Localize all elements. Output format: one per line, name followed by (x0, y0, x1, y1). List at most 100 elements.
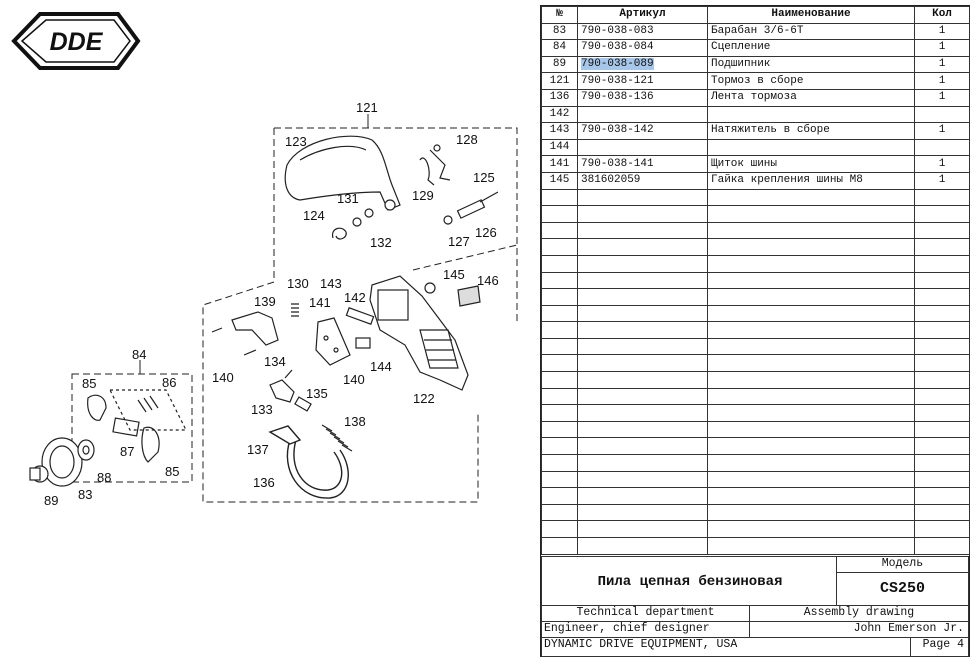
callout-label: 132 (370, 235, 392, 250)
callout-label: 136 (253, 475, 275, 490)
empty-cell (577, 404, 708, 422)
empty-cell (914, 337, 970, 356)
clutch-part (87, 389, 187, 463)
empty-cell (541, 437, 578, 456)
table-cell-article: 790-038-121 (577, 72, 708, 90)
callout-label: 86 (162, 375, 176, 390)
model-label: Модель (836, 556, 969, 573)
cell-text-name: Гайка крепления шины M8 (711, 174, 863, 187)
cell-text-num: 121 (549, 74, 570, 87)
logo-text: DDE (50, 28, 104, 56)
callout-label: 128 (456, 132, 478, 147)
cell-text-num: 145 (549, 174, 570, 187)
empty-cell (914, 520, 970, 538)
empty-cell (541, 487, 578, 505)
empty-cell (707, 321, 915, 339)
empty-cell (914, 221, 970, 240)
company-cell: DYNAMIC DRIVE EQUIPMENT, USA (541, 637, 911, 657)
table-cell-article: 790-038-136 (577, 88, 708, 107)
empty-table-row (541, 520, 970, 538)
cell-text-num: 89 (552, 58, 567, 71)
callout-label: 135 (306, 386, 328, 401)
empty-cell (541, 188, 578, 207)
product-title: Пила цепная бензиновая (597, 574, 783, 590)
empty-cell (577, 470, 708, 489)
empty-cell (707, 254, 915, 273)
cell-text-name: Лента тормоза (711, 91, 797, 104)
cell-text-qty: 1 (938, 41, 946, 54)
model-value: CS250 (836, 572, 969, 606)
empty-cell (541, 470, 578, 489)
cell-text-article: 790-038-121 (581, 74, 654, 87)
table-cell-article: 381602059 (577, 171, 708, 190)
empty-cell (577, 537, 708, 555)
empty-cell (577, 354, 708, 373)
empty-cell (577, 337, 708, 356)
empty-table-row (541, 238, 970, 256)
empty-cell (707, 487, 915, 505)
group-leaders (139, 114, 369, 374)
empty-cell (914, 503, 970, 522)
empty-cell (541, 321, 578, 339)
cell-text-name: Тормоз в сборе (711, 74, 804, 87)
empty-cell (914, 454, 970, 472)
group-outlines (71, 127, 518, 503)
callout-label: 130 (287, 276, 309, 291)
table-cell-qty: 1 (914, 122, 970, 140)
brake-band-part (268, 425, 349, 499)
table-cell-article: 790-038-142 (577, 122, 708, 140)
table-cell-qty (914, 138, 970, 157)
empty-cell (577, 271, 708, 290)
cell-text-num: 141 (549, 157, 570, 170)
column-header-qty: Кол (914, 6, 970, 24)
empty-cell (577, 321, 708, 339)
callout-label: 141 (309, 295, 331, 310)
drawing-type-cell: Assembly drawing (749, 605, 969, 622)
table-header-row: № Артикул Наименование Кол (541, 6, 970, 24)
empty-cell (577, 288, 708, 306)
empty-cell (541, 205, 578, 223)
empty-table-row (541, 420, 970, 439)
empty-table-row (541, 537, 970, 555)
empty-cell (707, 537, 915, 555)
callout-label: 143 (320, 276, 342, 291)
cell-text-article: 790-038-089 (581, 58, 654, 71)
page-number: Page 4 (910, 637, 969, 657)
cell-text-num: 144 (549, 141, 570, 154)
empty-table-row (541, 470, 970, 489)
table-cell-article (577, 105, 708, 124)
table-cell-qty: 1 (914, 55, 970, 74)
empty-cell (541, 503, 578, 522)
cell-text-name: Щиток шины (711, 157, 778, 170)
housing-part (369, 275, 481, 391)
table-cell-num: 136 (541, 88, 578, 107)
empty-cell (577, 188, 708, 207)
empty-cell (914, 487, 970, 505)
empty-cell (707, 238, 915, 256)
empty-cell (707, 337, 915, 356)
empty-cell (541, 288, 578, 306)
cell-text-article: 790-038-084 (581, 41, 654, 54)
table-cell-name: Барабан 3/6-6T (707, 22, 915, 41)
table-cell-name (707, 105, 915, 124)
table-cell-qty (914, 105, 970, 124)
table-cell-name: Подшипник (707, 55, 915, 74)
cell-text-num: 84 (552, 41, 567, 54)
empty-table-row (541, 354, 970, 373)
empty-table-row (541, 304, 970, 323)
dde-logo: DDE (11, 12, 141, 70)
callout-label: 84 (132, 347, 146, 362)
table-cell-num: 84 (541, 39, 578, 57)
drawing-canvas: DDE (11, 12, 518, 508)
table-cell-qty: 1 (914, 72, 970, 90)
table-cell-qty: 1 (914, 171, 970, 190)
empty-cell (577, 420, 708, 439)
callout-label: 124 (303, 208, 325, 223)
cell-text-num: 83 (552, 24, 567, 37)
empty-table-row (541, 437, 970, 456)
